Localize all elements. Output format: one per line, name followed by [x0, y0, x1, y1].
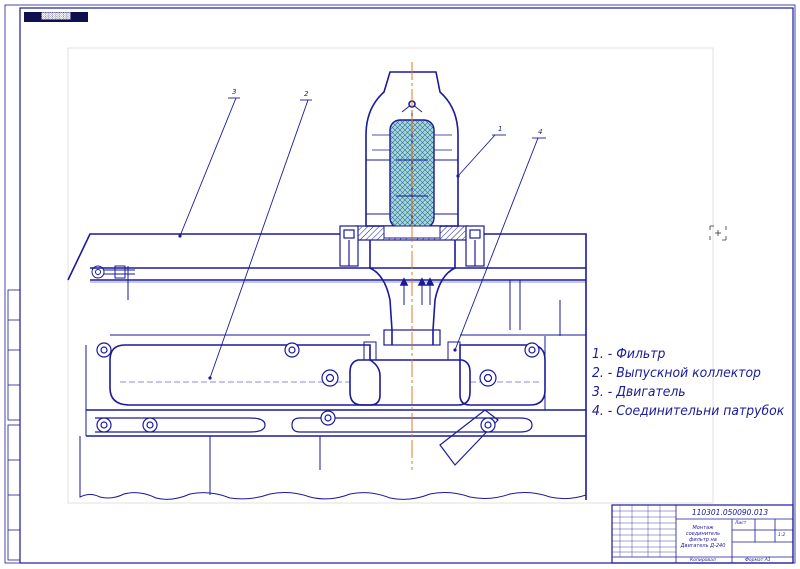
callout-2: 2: [304, 90, 309, 98]
drawing-title: Монтаж соединитель фильтр на Двигатель Д…: [680, 525, 726, 549]
linkage-rod: [91, 265, 135, 300]
bolt-heads: [96, 342, 540, 433]
left-margin-stamp: [7, 289, 21, 561]
legend-item-exhaust-manifold: 2. - Выпускной коллектор: [592, 365, 761, 381]
crosshair-cursor-icon: [709, 225, 727, 241]
lower-strip: [95, 409, 533, 466]
connecting-pipe: [363, 240, 461, 361]
sheet-frame: [4, 4, 796, 564]
copy-label: Копировал: [690, 558, 716, 563]
format-label: Формат А1: [745, 558, 771, 563]
engine-body: [67, 233, 587, 500]
exhaust-manifold: [109, 344, 546, 406]
legend-item-connecting-pipe: 4. - Соединительни патрубок: [592, 403, 785, 419]
leader-lines: [179, 97, 546, 379]
legend-item-filter: 1. - Фильтр: [592, 346, 666, 362]
callout-3: 3: [232, 88, 237, 96]
corner-stamp: ▓▓▓▓▓▓▓▓: [24, 12, 88, 22]
callout-4: 4: [538, 128, 543, 136]
callout-1: 1: [498, 125, 503, 133]
document-code: 110301.050090.013: [691, 508, 769, 517]
legend-item-engine: 3. - Двигатель: [592, 384, 686, 400]
parts-legend: 1. - Фильтр 2. - Выпускной коллектор 3. …: [592, 345, 792, 421]
leader-dots: [178, 174, 460, 380]
sheet-label: Лист: [735, 521, 747, 526]
title-block: [611, 504, 794, 564]
sheets-total: 1:2: [778, 533, 786, 538]
